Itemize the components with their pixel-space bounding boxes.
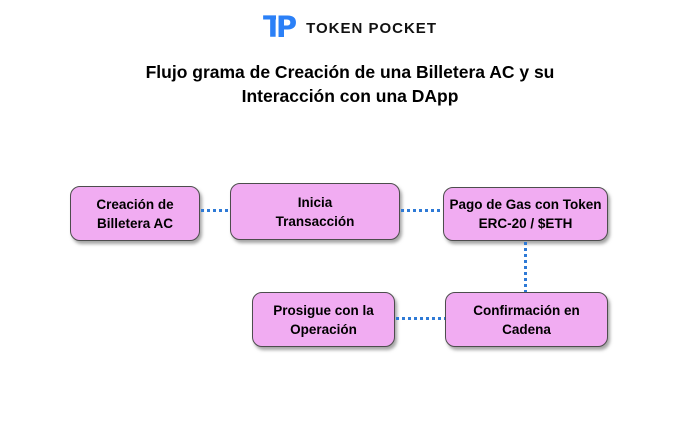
node-label-line: Confirmación en bbox=[473, 302, 580, 318]
node-label-line: Pago de Gas con Token bbox=[449, 197, 602, 212]
node-label-line: Transacción bbox=[275, 213, 355, 229]
node-label-line: Operación bbox=[290, 321, 357, 337]
node-label-line: Inicia bbox=[297, 194, 333, 210]
node-inicia-transaccion: Inicia Transacción bbox=[230, 183, 400, 240]
logo-letter-t: T bbox=[263, 9, 283, 44]
connector-inicia-to-pago bbox=[401, 209, 443, 212]
node-creacion-billetera: Creación de Billetera AC bbox=[70, 186, 200, 241]
logo-letter-p: P bbox=[275, 9, 298, 44]
page-title-line1: Flujo grama de Creación de una Billetera… bbox=[145, 62, 555, 82]
node-label-line: Prosigue con la bbox=[273, 302, 374, 318]
connector-creacion-to-inicia bbox=[201, 209, 230, 212]
connector-pago-to-confirmacion bbox=[524, 242, 527, 292]
node-label-line: Creación de bbox=[96, 196, 174, 212]
brand-name: TOKEN POCKET bbox=[306, 19, 437, 37]
node-label-line: ERC-20 / $ETH bbox=[478, 216, 573, 231]
connector-confirmacion-to-prosigue bbox=[396, 317, 445, 320]
page-title: Flujo grama de Creación de una Billetera… bbox=[0, 60, 700, 108]
node-prosigue-operacion: Prosigue con la Operación bbox=[252, 292, 395, 347]
node-label-line: Cadena bbox=[502, 321, 551, 337]
node-confirmacion-cadena: Confirmación en Cadena bbox=[445, 292, 608, 347]
page-title-line2: Interacción con una DApp bbox=[241, 86, 459, 106]
node-label-line: Billetera AC bbox=[96, 215, 174, 231]
node-pago-gas: Pago de Gas con Token ERC-20 / $ETH bbox=[443, 187, 608, 241]
